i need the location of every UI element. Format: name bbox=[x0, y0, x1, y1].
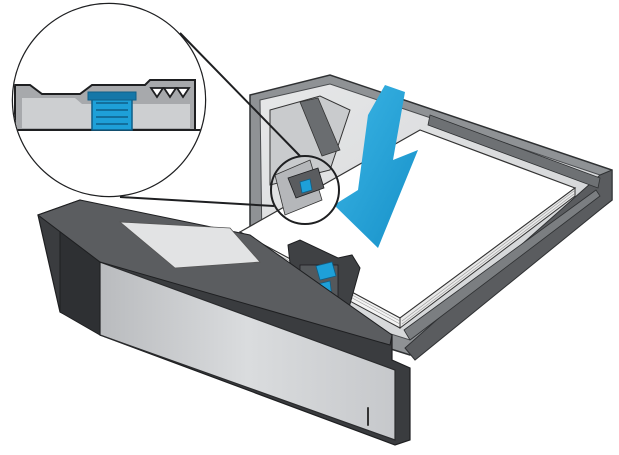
max-stack-triangles-icon bbox=[149, 87, 191, 99]
stack-height-tab-detail bbox=[270, 155, 340, 225]
stack-height-tab-icon bbox=[87, 91, 137, 131]
callout-connectors bbox=[119, 32, 301, 207]
tray-front-panel bbox=[36, 199, 411, 446]
down-arrow-icon bbox=[334, 85, 418, 248]
magnifier-callout-icon bbox=[11, 2, 207, 198]
